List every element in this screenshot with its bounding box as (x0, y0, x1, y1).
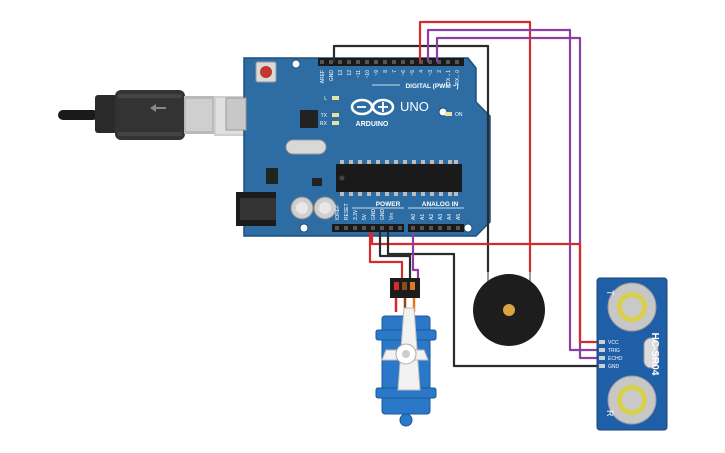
sensor-pin-label: VCC (608, 340, 619, 346)
arduino-logo: ARDUINO UNO (350, 98, 429, 128)
sensor-pin-label: TRIG (608, 348, 620, 354)
wire-gnd-sensor (386, 232, 600, 368)
pin-label: RESET (344, 203, 350, 220)
power-header-label: POWER (376, 201, 401, 208)
sensor-pin-label: GND (608, 364, 620, 370)
pin-label: 2 (437, 70, 443, 73)
pin-label: 5V (362, 213, 368, 220)
pin-label: 13 (338, 70, 344, 76)
svg-text:RX: RX (320, 121, 328, 127)
digital-header-label: DIGITAL (PWM ~) (405, 83, 458, 90)
pin-label: RX←0 (455, 70, 461, 85)
wires (332, 20, 600, 368)
pin-label: ~10 (365, 70, 371, 79)
wire-signal-buzzer (418, 20, 532, 272)
pin-label: Vin (389, 213, 395, 220)
sensor-pin-label: ECHO (608, 356, 623, 362)
pin-label: GND (380, 209, 386, 221)
pin-label: A1 (420, 214, 426, 220)
wire-servo-signal (411, 232, 420, 280)
pin-label: A2 (429, 214, 435, 220)
pin-label: TX→1 (446, 70, 452, 84)
pin-label: ~5 (410, 70, 416, 76)
sensor-transmit-mark: T (605, 290, 615, 296)
pin-label: IOREF (335, 205, 341, 220)
pin-label: 7 (392, 70, 398, 73)
sensor-model-label: HC-SR04 (649, 333, 660, 376)
analog-header-label: ANALOG IN (422, 201, 459, 208)
pin-label: 8 (383, 70, 389, 73)
status-leds: L TX RX ON (320, 96, 463, 127)
pin-label: A5 (456, 214, 462, 220)
microcontroller-chip (336, 160, 462, 196)
wire-5v-sensor (370, 232, 600, 344)
model-text: UNO (400, 99, 429, 114)
pin-label: GND (329, 70, 335, 82)
brand-text: ARDUINO (356, 121, 389, 128)
pin-label: 12 (347, 70, 353, 76)
wire-5v-servo (368, 232, 404, 280)
wire-gnd-servo (378, 232, 412, 280)
pin-label: 3.3V (353, 209, 359, 220)
reset-button[interactable] (255, 61, 277, 83)
pin-label: 4 (419, 70, 425, 73)
svg-text:L: L (324, 96, 327, 102)
power-jack (236, 192, 276, 226)
pin-label: ~9 (374, 70, 380, 76)
wire-echo (435, 36, 600, 360)
pin-label: ~6 (401, 70, 407, 76)
piezo-buzzer (473, 272, 545, 346)
svg-text:ON: ON (455, 112, 463, 118)
wire-gnd-buzzer (332, 44, 490, 272)
pin-label: AREF (320, 70, 326, 83)
pin-label: A3 (438, 214, 444, 220)
ultrasonic-sensor: VCC TRIG ECHO GND HC-SR04 T R (596, 277, 668, 431)
svg-text:TX: TX (321, 113, 328, 119)
pin-label: ~11 (356, 70, 362, 78)
pin-label: A0 (411, 214, 417, 220)
pin-label: A4 (447, 214, 453, 220)
pin-label: GND (371, 209, 377, 221)
sensor-receive-mark: R (605, 410, 615, 417)
pin-label: ~3 (428, 70, 434, 76)
servo-motor (375, 278, 437, 427)
